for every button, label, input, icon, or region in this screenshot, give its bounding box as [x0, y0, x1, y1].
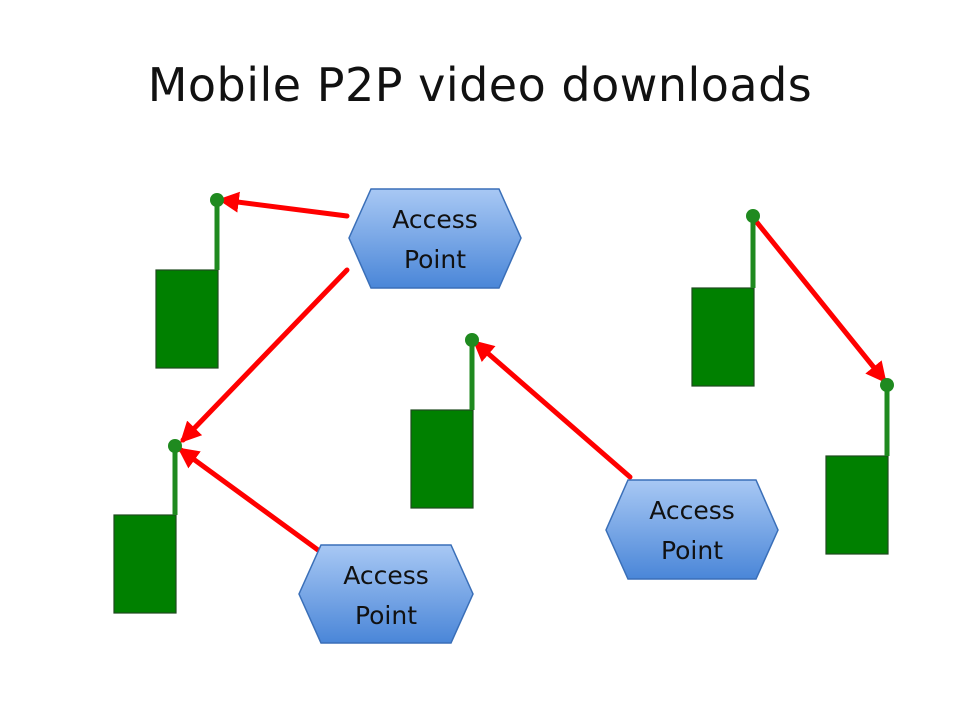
- access-point: Access Point: [605, 479, 779, 580]
- access-point-label-line2: Point: [404, 245, 466, 274]
- access-point-label-line1: Access: [649, 496, 735, 525]
- access-point-shape: [298, 544, 474, 644]
- link-arrow: [472, 340, 633, 480]
- access-point-shape: [605, 479, 779, 580]
- access-point-label-line1: Access: [392, 205, 478, 234]
- mobile-device: [825, 378, 894, 555]
- device-antenna-tip: [880, 378, 894, 392]
- mobile-device: [691, 209, 760, 387]
- device-antenna-tip: [168, 439, 182, 453]
- link-arrows: [177, 191, 887, 553]
- device-antenna-tip: [746, 209, 760, 223]
- device-antenna-tip: [210, 193, 224, 207]
- access-point-label-line2: Point: [355, 601, 417, 630]
- mobile-device: [410, 333, 479, 509]
- access-point: Access Point: [298, 544, 474, 644]
- link-arrow: [217, 191, 350, 219]
- mobile-device: [113, 439, 182, 614]
- link-arrow: [752, 217, 887, 384]
- device-body: [410, 409, 474, 509]
- mobile-device: [155, 193, 224, 369]
- device-body: [113, 514, 177, 614]
- access-point-label-line2: Point: [661, 536, 723, 565]
- link-arrow: [177, 447, 321, 553]
- access-point-label-line1: Access: [343, 561, 429, 590]
- access-point: Access Point: [348, 188, 522, 289]
- device-antenna-tip: [465, 333, 479, 347]
- device-body: [691, 287, 755, 387]
- device-body: [155, 269, 219, 369]
- access-point-shape: [348, 188, 522, 289]
- link-arrow: [180, 267, 350, 444]
- slide-title: Mobile P2P video downloads: [147, 58, 813, 112]
- device-body: [825, 455, 889, 555]
